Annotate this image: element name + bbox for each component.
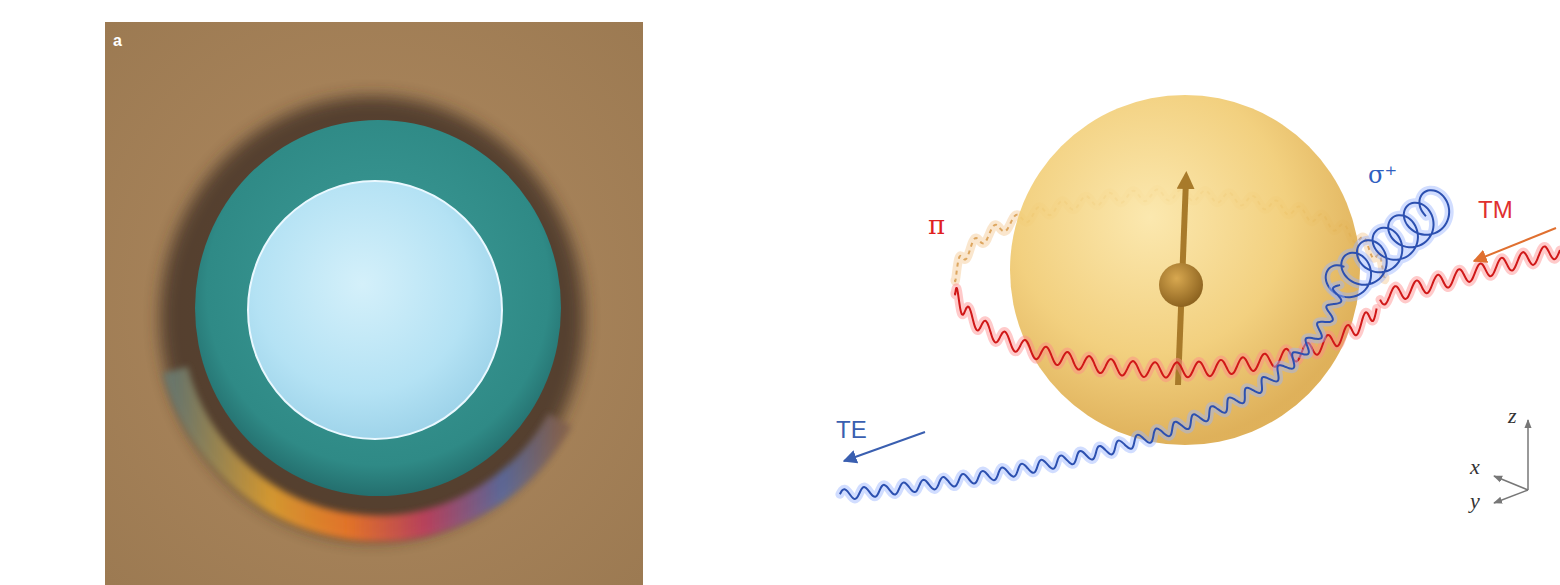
wave-glow <box>840 285 1341 499</box>
input-arrow <box>1474 228 1556 261</box>
micrograph <box>105 22 643 585</box>
resonator-disc <box>195 120 561 496</box>
axis-label: x <box>1470 456 1480 478</box>
wave <box>1326 190 1449 297</box>
mode-label: TE <box>836 418 867 442</box>
wave-glow <box>955 288 1377 378</box>
wave-glow <box>1326 190 1449 297</box>
atom <box>1159 263 1203 307</box>
pillar-top <box>248 181 502 439</box>
panel-letter: a <box>113 33 122 49</box>
axis-arrow <box>1494 490 1528 503</box>
mode-label: TM <box>1478 198 1513 222</box>
outer-shadow-ring <box>160 96 584 540</box>
axis-label: z <box>1508 405 1517 427</box>
polarization-label: π <box>928 212 945 238</box>
micrograph-ground <box>105 22 643 585</box>
wave <box>955 288 1377 378</box>
axes <box>1494 420 1528 503</box>
microsphere <box>1010 95 1360 445</box>
axis-arrow <box>1494 476 1528 490</box>
axis-label: y <box>1470 490 1480 512</box>
wave <box>840 285 1341 499</box>
polarization-label: σ⁺ <box>1368 163 1397 187</box>
axis-arrow <box>1527 420 1529 490</box>
